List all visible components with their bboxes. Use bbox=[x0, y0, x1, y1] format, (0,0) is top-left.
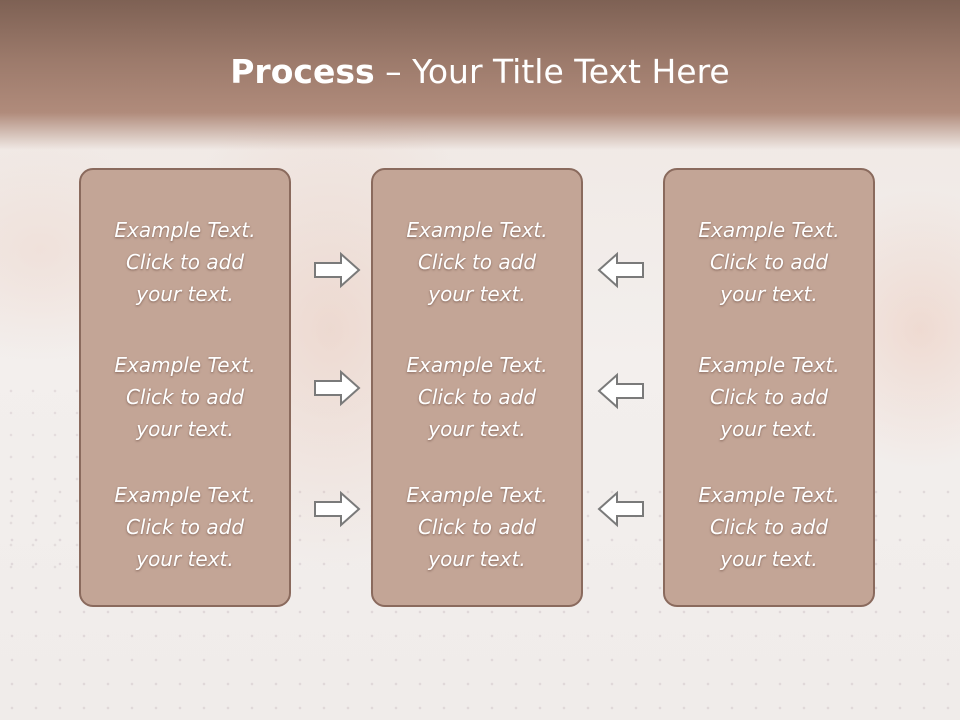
text-line: your text. bbox=[136, 282, 234, 306]
text-line: your text. bbox=[136, 547, 234, 571]
text-block[interactable]: Example Text. Click to add your text. bbox=[665, 479, 873, 575]
text-line: Click to add bbox=[125, 250, 245, 274]
text-block[interactable]: Example Text. Click to add your text. bbox=[373, 349, 581, 445]
right-arrow-icon bbox=[314, 490, 361, 528]
text-line: Example Text. bbox=[114, 353, 256, 377]
left-arrow-icon bbox=[597, 372, 644, 410]
text-line: Click to add bbox=[125, 515, 245, 539]
text-line: your text. bbox=[136, 417, 234, 441]
text-block[interactable]: Example Text. Click to add your text. bbox=[665, 214, 873, 310]
text-line: Click to add bbox=[125, 385, 245, 409]
right-arrow-icon bbox=[314, 251, 361, 289]
title-banner bbox=[0, 0, 960, 150]
text-line: Click to add bbox=[709, 250, 829, 274]
text-line: Example Text. bbox=[114, 483, 256, 507]
text-line: Click to add bbox=[709, 385, 829, 409]
text-line: Example Text. bbox=[406, 218, 548, 242]
center-panel: Example Text. Click to add your text. Ex… bbox=[371, 168, 583, 607]
text-block[interactable]: Example Text. Click to add your text. bbox=[81, 214, 289, 310]
text-line: your text. bbox=[720, 547, 818, 571]
text-line: your text. bbox=[428, 547, 526, 571]
text-line: Example Text. bbox=[698, 353, 840, 377]
text-block[interactable]: Example Text. Click to add your text. bbox=[373, 479, 581, 575]
text-block[interactable]: Example Text. Click to add your text. bbox=[665, 349, 873, 445]
text-line: Example Text. bbox=[698, 218, 840, 242]
text-line: your text. bbox=[428, 417, 526, 441]
right-panel: Example Text. Click to add your text. Ex… bbox=[663, 168, 875, 607]
text-block[interactable]: Example Text. Click to add your text. bbox=[373, 214, 581, 310]
left-arrow-icon bbox=[597, 490, 644, 528]
text-block[interactable]: Example Text. Click to add your text. bbox=[81, 479, 289, 575]
text-line: your text. bbox=[428, 282, 526, 306]
title-bold: Process bbox=[230, 52, 375, 91]
title-rest: – Your Title Text Here bbox=[374, 52, 730, 91]
text-line: Example Text. bbox=[698, 483, 840, 507]
text-line: Click to add bbox=[417, 250, 537, 274]
text-line: Click to add bbox=[417, 515, 537, 539]
text-block[interactable]: Example Text. Click to add your text. bbox=[81, 349, 289, 445]
text-line: Click to add bbox=[709, 515, 829, 539]
right-arrow-icon bbox=[314, 369, 361, 407]
left-arrow-icon bbox=[597, 251, 644, 289]
text-line: Example Text. bbox=[406, 483, 548, 507]
left-panel: Example Text. Click to add your text. Ex… bbox=[79, 168, 291, 607]
text-line: your text. bbox=[720, 417, 818, 441]
text-line: your text. bbox=[720, 282, 818, 306]
text-line: Click to add bbox=[417, 385, 537, 409]
slide-title[interactable]: Process – Your Title Text Here bbox=[0, 52, 960, 91]
text-line: Example Text. bbox=[406, 353, 548, 377]
text-line: Example Text. bbox=[114, 218, 256, 242]
